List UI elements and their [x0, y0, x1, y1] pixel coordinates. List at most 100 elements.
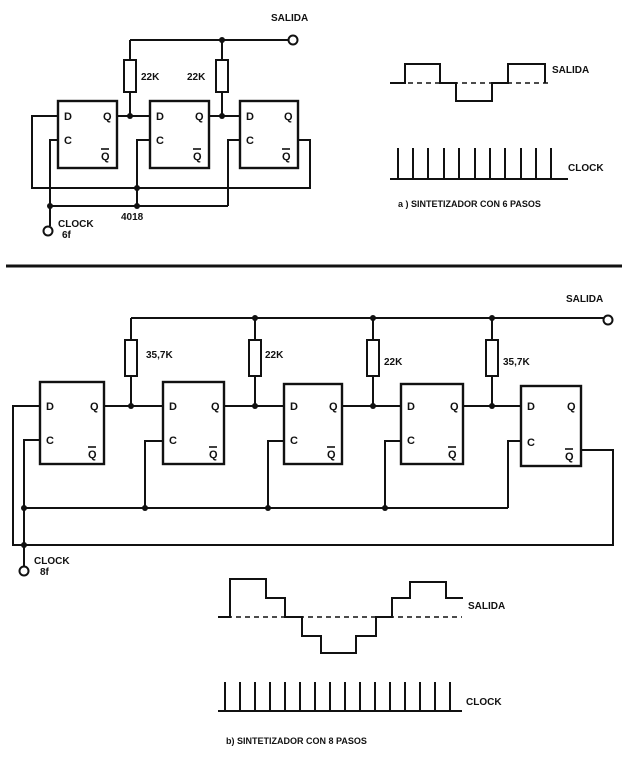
resistor-b3-label: 22K	[384, 357, 403, 368]
clock-waveform-a	[390, 148, 568, 180]
pin-c: C	[527, 437, 535, 449]
flip-flop-b2: D Q C Q	[161, 380, 226, 466]
pin-c: C	[246, 135, 254, 147]
flip-flop-a3: D Q C Q	[238, 99, 300, 170]
output-terminal-a[interactable]	[287, 34, 299, 46]
junction-dot	[142, 505, 148, 511]
pin-q: Q	[567, 401, 576, 413]
resistor-b1	[124, 339, 138, 377]
pin-qbar: Q	[565, 451, 574, 463]
pin-q: Q	[211, 401, 220, 413]
pin-c: C	[46, 435, 54, 447]
resistor-a1-label: 22K	[141, 72, 160, 83]
clock-terminal-b[interactable]	[18, 565, 30, 577]
resistor-b4-label: 35,7K	[503, 357, 530, 368]
output-waveform-b	[218, 578, 463, 654]
wave-output-label-a: SALIDA	[552, 65, 589, 76]
waveforms-a: SALIDA CLOCK a ) SINTETIZADOR CON 6 PASO…	[390, 63, 604, 209]
pin-qbar: Q	[88, 449, 97, 461]
pin-q: Q	[90, 401, 99, 413]
flip-flop-b4: D Q C Q	[399, 382, 465, 466]
clock-waveform-b	[218, 682, 462, 712]
ic-label-a: 4018	[121, 212, 144, 223]
junction-dot	[21, 542, 27, 548]
pin-d: D	[156, 111, 164, 123]
pin-qbar: Q	[282, 151, 291, 163]
clock-terminal-a[interactable]	[42, 225, 54, 237]
clock-freq-b: 8f	[40, 567, 50, 578]
resistor-b2-label: 22K	[265, 350, 284, 361]
wave-output-label-b: SALIDA	[468, 601, 505, 612]
junction-dot	[21, 505, 27, 511]
waveforms-b: SALIDA CLOCK b) SINTETIZADOR CON 8 PASOS	[218, 578, 505, 746]
resistor-a2	[215, 59, 229, 93]
pin-c: C	[169, 435, 177, 447]
pin-d: D	[46, 401, 54, 413]
junction-dot	[252, 315, 258, 321]
circuit-a: SALIDA 22K 22K CLOCK 6f 4018 D Q C Q	[31, 13, 311, 241]
pin-q: Q	[103, 111, 112, 123]
pin-d: D	[407, 401, 415, 413]
resistor-a2-label: 22K	[187, 72, 206, 83]
junction-dot	[265, 505, 271, 511]
caption-b: b) SINTETIZADOR CON 8 PASOS	[226, 736, 367, 746]
pin-d: D	[169, 401, 177, 413]
junction-dot	[382, 505, 388, 511]
junction-dot	[489, 403, 495, 409]
pin-q: Q	[450, 401, 459, 413]
junction-dot	[127, 113, 133, 119]
output-label-b: SALIDA	[566, 294, 603, 305]
pin-d: D	[527, 401, 535, 413]
flip-flop-a2: D Q C Q	[148, 99, 211, 170]
feedback-loop-a	[31, 115, 311, 189]
pin-q: Q	[329, 401, 338, 413]
pin-qbar: Q	[448, 449, 457, 461]
output-label-a: SALIDA	[271, 13, 308, 24]
pin-c: C	[64, 135, 72, 147]
junction-dot	[252, 403, 258, 409]
pin-qbar: Q	[101, 151, 110, 163]
feedback-loop-b	[12, 405, 614, 546]
junction-dot	[489, 315, 495, 321]
clock-label-a: CLOCK	[58, 219, 94, 230]
clock-freq-a: 6f	[62, 230, 72, 241]
output-terminal-b[interactable]	[602, 314, 614, 326]
pin-qbar: Q	[193, 151, 202, 163]
resistor-b3	[366, 339, 380, 377]
wave-clock-label-b: CLOCK	[466, 697, 502, 708]
pin-d: D	[64, 111, 72, 123]
pin-q: Q	[195, 111, 204, 123]
pin-qbar: Q	[209, 449, 218, 461]
resistor-a1	[123, 59, 137, 93]
caption-a: a ) SINTETIZADOR CON 6 PASOS	[398, 199, 541, 209]
junction-dot	[219, 113, 225, 119]
output-bus-a	[129, 39, 289, 116]
junction-dot	[134, 185, 140, 191]
pin-c: C	[290, 435, 298, 447]
flip-flop-b3: D Q C Q	[282, 382, 344, 466]
pin-qbar: Q	[327, 449, 336, 461]
clock-label-b: CLOCK	[34, 556, 70, 567]
pin-d: D	[290, 401, 298, 413]
flip-flop-b1: D Q C Q	[38, 380, 106, 466]
pin-q: Q	[284, 111, 293, 123]
flip-flop-b5: D Q C Q	[519, 384, 583, 468]
junction-dot	[47, 203, 53, 209]
circuit-b: SALIDA 35,7K 22K 22K 35,7K CLOCK 8f D Q …	[12, 294, 614, 578]
clock-bus-a	[49, 139, 240, 226]
output-bus-b	[130, 317, 604, 406]
resistor-b2	[248, 339, 262, 377]
flip-flop-a1: D Q C Q	[56, 99, 119, 170]
pin-d: D	[246, 111, 254, 123]
pin-c: C	[156, 135, 164, 147]
output-waveform-a	[390, 63, 546, 102]
junction-dot	[134, 203, 140, 209]
junction-dot	[370, 403, 376, 409]
pin-c: C	[407, 435, 415, 447]
junction-dot	[370, 315, 376, 321]
junction-dot	[219, 37, 225, 43]
wave-clock-label-a: CLOCK	[568, 163, 604, 174]
resistor-b1-label: 35,7K	[146, 350, 173, 361]
resistor-b4	[485, 339, 499, 377]
